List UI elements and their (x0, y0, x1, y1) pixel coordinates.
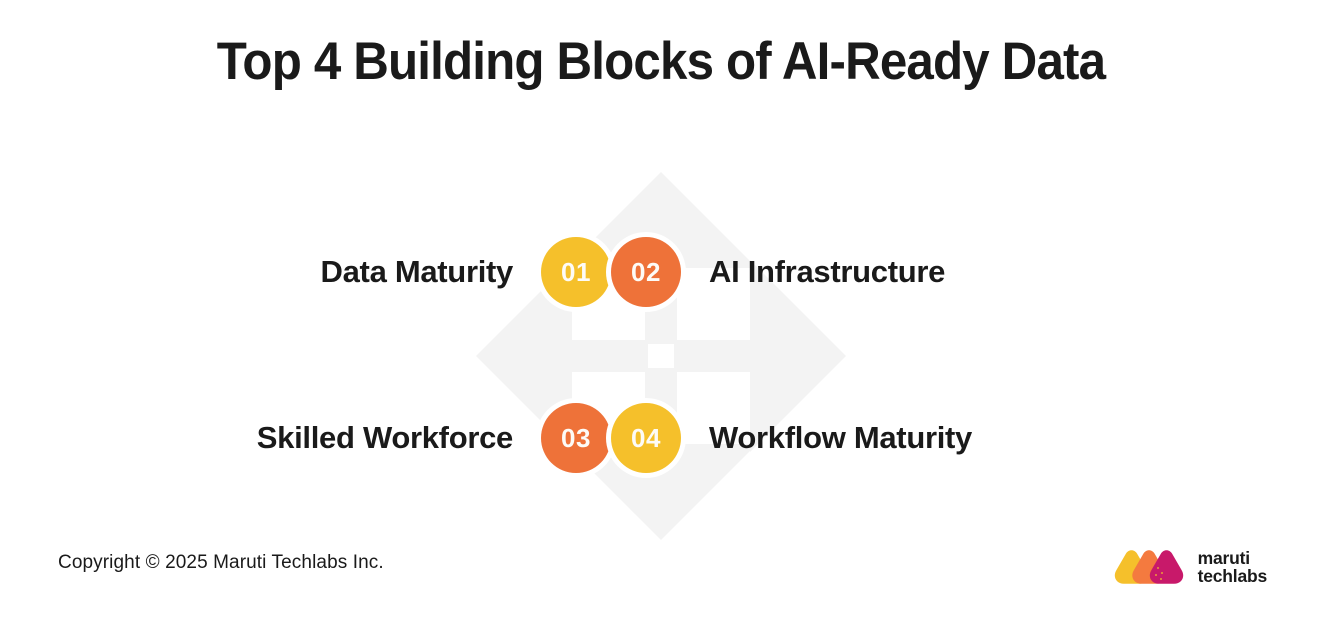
maruti-techlabs-logo-mark (1113, 547, 1187, 587)
logo-wordmark-line2: techlabs (1197, 566, 1268, 586)
block-02[interactable]: 02 AI Infrastructure (611, 236, 1322, 308)
diagram-row-bottom: Skilled Workforce 03 04 Workflow Maturit… (0, 402, 1322, 474)
copyright-text: Copyright © 2025 Maruti Techlabs Inc. (58, 552, 384, 573)
block-04[interactable]: 04 Workflow Maturity (611, 402, 1322, 474)
block-02-label: AI Infrastructure (709, 254, 946, 289)
block-01-label: Data Maturity (320, 254, 514, 289)
block-04-label: Workflow Maturity (709, 420, 973, 455)
four-way-arrow-icon (474, 168, 848, 544)
block-03-label: Skilled Workforce (256, 420, 514, 455)
logo-wordmark-line1: maruti (1197, 548, 1250, 568)
block-03-number-badge[interactable]: 03 (541, 403, 611, 473)
block-01[interactable]: Data Maturity 01 (0, 236, 611, 308)
block-01-number-badge[interactable]: 01 (541, 237, 611, 307)
block-02-number-badge[interactable]: 02 (611, 237, 681, 307)
block-03[interactable]: Skilled Workforce 03 (0, 402, 611, 474)
page-title: Top 4 Building Blocks of AI-Ready Data (216, 32, 1106, 91)
block-04-number-badge[interactable]: 04 (611, 403, 681, 473)
maruti-techlabs-logo: maruti techlabs (1113, 545, 1267, 589)
logo-wordmark: maruti techlabs (1197, 548, 1268, 586)
diagram-row-top: Data Maturity 01 02 AI Infrastructure (0, 236, 1322, 308)
